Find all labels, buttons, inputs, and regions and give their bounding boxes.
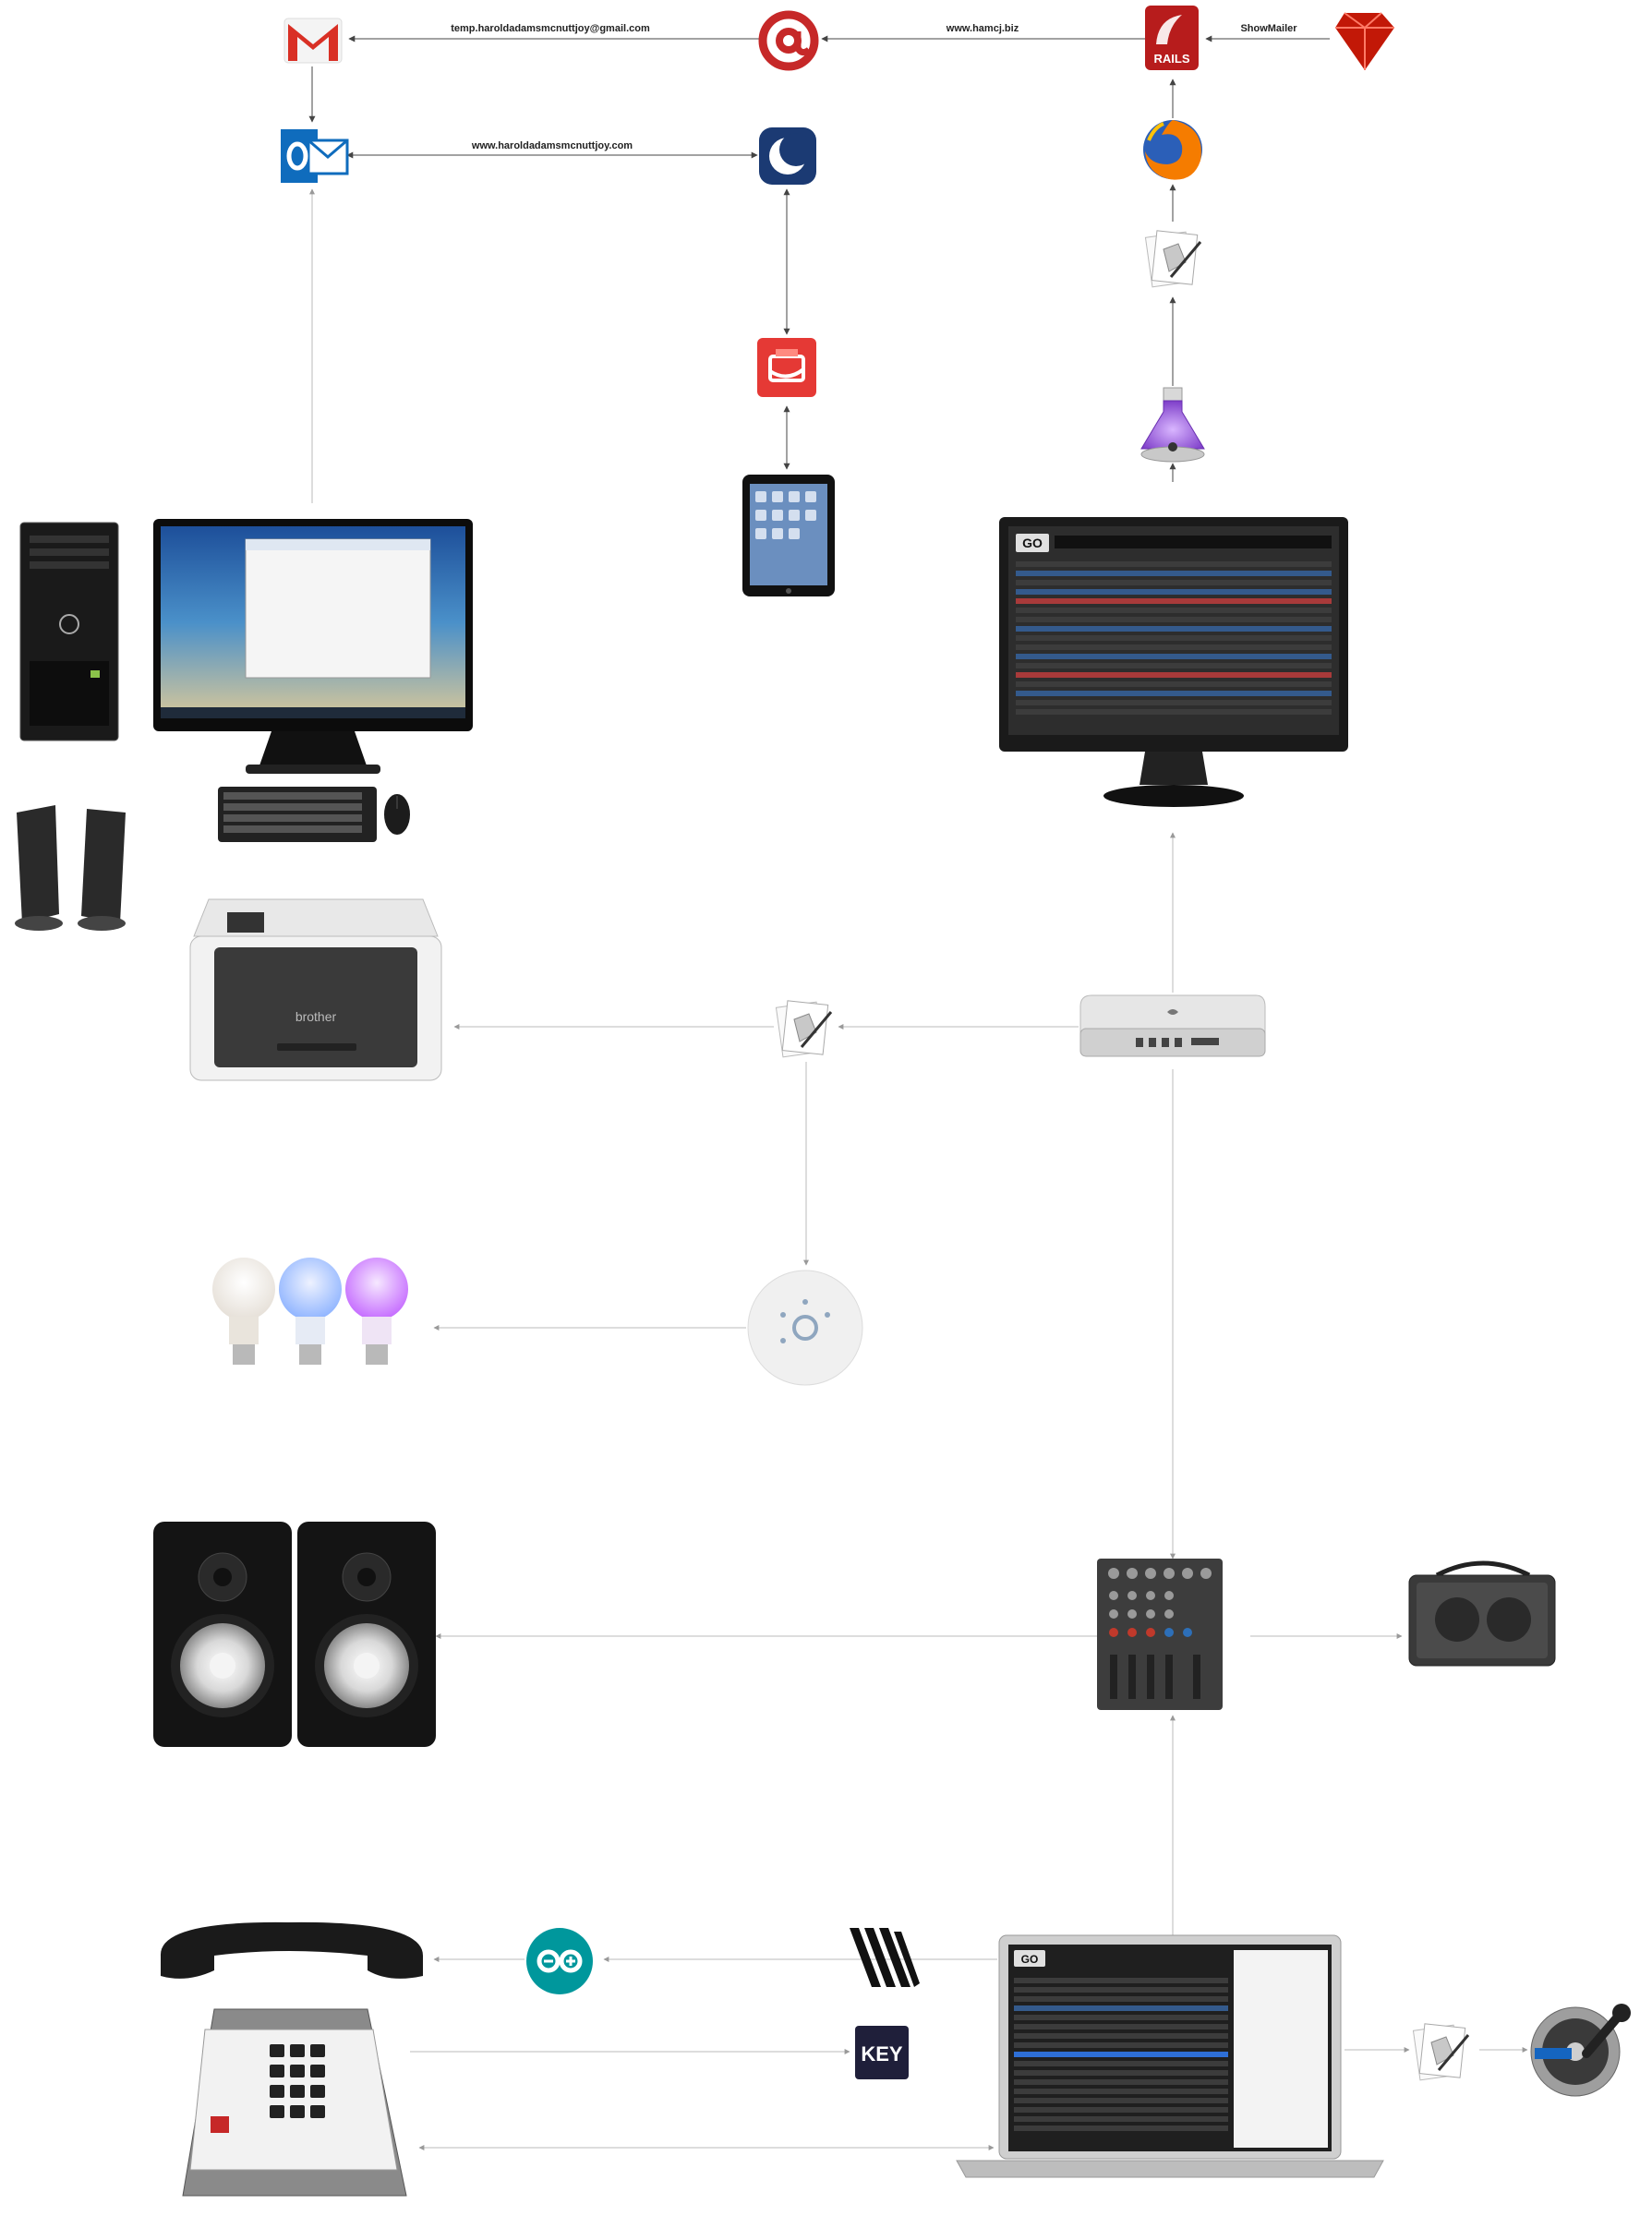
keynote-icon: KEY	[855, 2026, 909, 2079]
arduino-icon	[526, 1928, 593, 1994]
automator-flask-icon	[1140, 387, 1205, 463]
showmailer-label: ShowMailer	[1240, 23, 1297, 34]
keynote-label: KEY	[861, 2042, 903, 2065]
go-button-label: GO	[1022, 536, 1043, 550]
audio-mixer-icon	[1097, 1559, 1223, 1710]
crescent-moon-app-icon	[759, 127, 816, 185]
macbook-laptop-icon: GO	[956, 1934, 1384, 2178]
cable-bundle-icon	[850, 1928, 920, 1987]
laser-printer-icon: brother	[189, 898, 442, 1081]
desk-telephone-icon	[160, 1921, 423, 2197]
audio-recorder-icon	[1530, 2004, 1631, 2097]
script-editor-icon	[775, 1000, 833, 1058]
ipad-icon	[742, 475, 835, 596]
connectors	[308, 35, 1528, 2150]
portable-amplifier-icon	[1408, 1560, 1556, 1667]
web-link-label: www.hamcj.biz	[946, 23, 1019, 34]
outlook-icon	[281, 129, 349, 183]
mac-mini-icon	[1079, 994, 1266, 1057]
smart-bulbs-icon	[212, 1258, 408, 1365]
rails-icon: RAILS	[1145, 6, 1199, 70]
laptop-go-label: GO	[1021, 1953, 1039, 1966]
studio-monitor-speakers-icon	[153, 1522, 436, 1747]
hue-bridge-icon	[747, 1270, 863, 1386]
rails-text: RAILS	[1154, 52, 1190, 66]
gmail-link-label: temp.haroldadamsmcnuttjoy@gmail.com	[451, 23, 650, 34]
email-at-icon	[758, 10, 819, 71]
printer-brand-label: brother	[295, 1009, 337, 1024]
ruby-icon	[1335, 12, 1394, 70]
script-editor-icon	[1412, 2023, 1470, 2081]
keyboard-icon	[218, 787, 377, 842]
outlook-link-label: www.haroldadamsmcnuttjoy.com	[471, 140, 633, 151]
script-editor-icon	[1144, 230, 1202, 288]
mouse-icon	[384, 794, 410, 835]
show-control-monitor-icon: GO	[999, 517, 1348, 807]
mail-app-icon	[757, 338, 816, 397]
desktop-speakers-icon	[15, 805, 126, 931]
firefox-icon	[1143, 120, 1202, 180]
pc-monitor-icon	[153, 519, 473, 774]
pc-tower-icon	[19, 522, 119, 741]
gmail-icon	[283, 18, 343, 64]
